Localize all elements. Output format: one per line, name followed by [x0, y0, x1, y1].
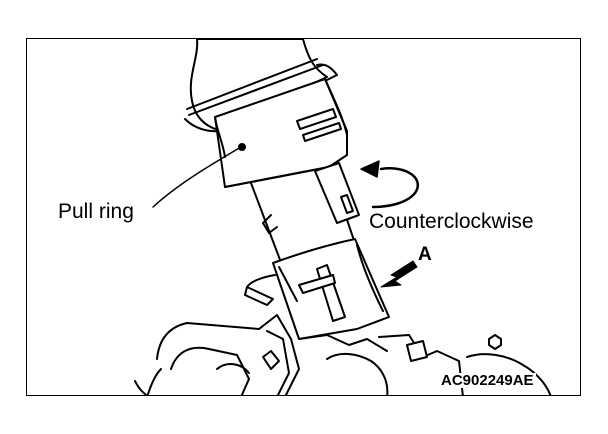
counterclockwise-label: Counterclockwise [369, 210, 534, 233]
shift-lever-illustration [134, 39, 552, 395]
shifter-base [134, 314, 552, 395]
counterclockwise-arrow-icon [360, 160, 419, 209]
callout-arrow-icon [380, 260, 418, 288]
figure-frame: Pull ring Counterclockwise A AC902249AE [26, 38, 581, 396]
callout-a-label: A [418, 244, 432, 265]
pull-ring [214, 78, 348, 188]
shift-knob [184, 39, 338, 133]
lever-shaft [250, 162, 360, 274]
pull-ring-leader-line [152, 146, 242, 208]
figure-code-label: AC902249AE [439, 372, 536, 389]
pull-ring-label: Pull ring [58, 200, 134, 223]
lower-bracket [244, 238, 390, 340]
